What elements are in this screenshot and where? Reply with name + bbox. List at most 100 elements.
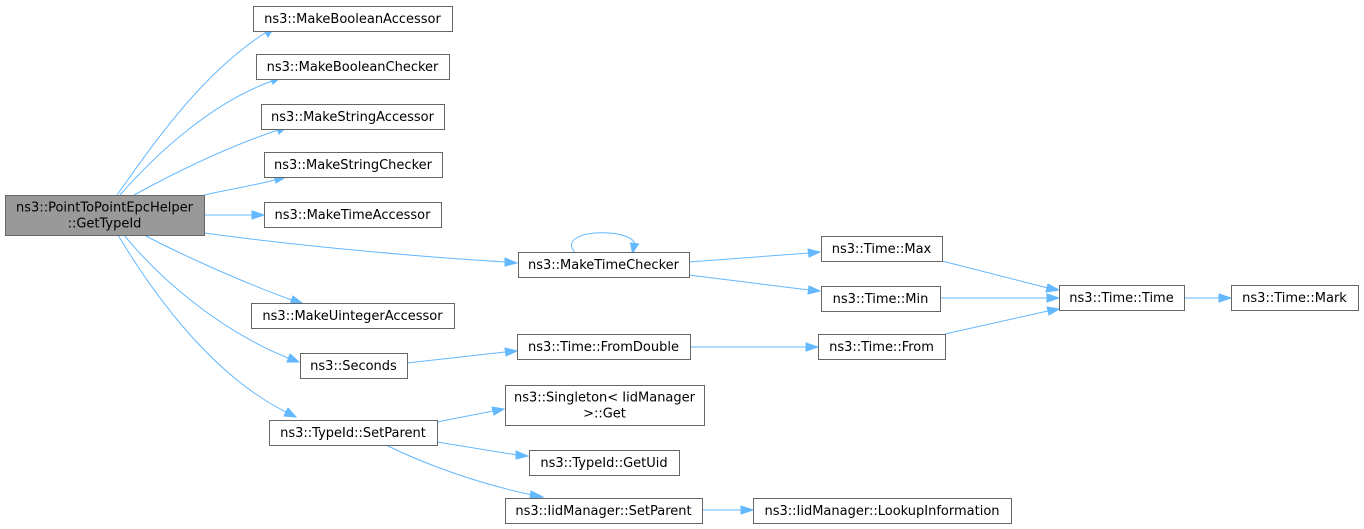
arrowhead xyxy=(289,295,304,305)
node-box xyxy=(264,202,442,228)
node-set-parent[interactable]: ns3::TypeId::SetParent xyxy=(269,420,438,446)
arrowhead xyxy=(740,505,755,515)
edge-line xyxy=(203,179,276,196)
node-box xyxy=(251,303,455,329)
node-box xyxy=(505,385,705,426)
node-time-mark[interactable]: ns3::Time::Mark xyxy=(1231,285,1359,311)
edge-root-to-mk-uint-acc xyxy=(143,234,304,305)
node-label: ns3::PointToPointEpcHelper xyxy=(16,201,194,216)
node-mk-str-chk[interactable]: ns3::MakeStringChecker xyxy=(264,152,443,178)
edge-root-to-mk-bool-chk xyxy=(119,75,284,196)
node-label: ns3::Singleton< IidManager xyxy=(514,391,696,406)
node-box xyxy=(517,334,691,360)
arrowhead xyxy=(504,257,519,267)
arrowhead xyxy=(251,210,266,220)
node-box xyxy=(253,6,453,32)
node-box xyxy=(529,450,680,476)
edge-line xyxy=(119,80,273,196)
node-label: ns3::TypeId::GetUid xyxy=(540,456,667,471)
node-label: ns3::Time::FromDouble xyxy=(528,340,679,355)
arrowhead xyxy=(629,242,640,255)
node-label: ns3::TypeId::SetParent xyxy=(280,426,426,441)
edge-line xyxy=(133,129,279,196)
edge-line xyxy=(941,260,1049,289)
arrowhead xyxy=(807,248,822,258)
edge-root-to-mk-time-chk xyxy=(203,232,519,267)
edge-line xyxy=(571,232,636,253)
node-label: ns3::Time::Time xyxy=(1069,291,1173,306)
arrowhead xyxy=(1045,283,1061,293)
node-label: ns3::MakeBooleanAccessor xyxy=(264,12,441,27)
node-lookup-info[interactable]: ns3::IidManager::LookupInformation xyxy=(753,498,1012,524)
edge-root-to-mk-bool-acc xyxy=(116,25,277,196)
edge-time-min-to-time-time xyxy=(940,293,1061,303)
node-box xyxy=(518,252,690,278)
node-time-min[interactable]: ns3::Time::Min xyxy=(821,286,941,312)
edge-time-time-to-time-mark xyxy=(1184,293,1233,303)
node-box xyxy=(821,286,941,312)
edge-line xyxy=(406,351,506,364)
node-root[interactable]: ns3::PointToPointEpcHelper::GetTypeId xyxy=(5,195,205,236)
node-label: ns3::MakeBooleanChecker xyxy=(267,60,439,75)
node-mk-bool-chk[interactable]: ns3::MakeBooleanChecker xyxy=(256,54,450,80)
edge-line xyxy=(944,310,1049,335)
node-mk-uint-acc[interactable]: ns3::MakeUintegerAccessor xyxy=(251,303,455,329)
node-mk-bool-acc[interactable]: ns3::MakeBooleanAccessor xyxy=(253,6,453,32)
node-label: ns3::Time::Mark xyxy=(1242,291,1347,306)
edge-time-max-to-time-time xyxy=(941,260,1061,293)
node-box xyxy=(821,236,943,262)
node-singleton-get[interactable]: ns3::Singleton< IidManager >::Get xyxy=(505,385,705,426)
arrowhead xyxy=(1046,306,1061,316)
node-iid-set-parent[interactable]: ns3::IidManager::SetParent xyxy=(505,498,703,524)
node-time-from[interactable]: ns3::Time::From xyxy=(818,334,946,360)
node-box xyxy=(5,195,205,236)
node-get-uid[interactable]: ns3::TypeId::GetUid xyxy=(529,450,680,476)
edge-line xyxy=(436,441,518,456)
node-time-from-double[interactable]: ns3::Time::FromDouble xyxy=(517,334,691,360)
node-box xyxy=(300,353,408,379)
node-label: >::Get xyxy=(583,407,626,422)
edge-line xyxy=(688,252,810,263)
edge-line xyxy=(203,232,507,263)
edge-mk-time-chk-to-time-min xyxy=(688,274,822,295)
arrowhead xyxy=(1218,293,1233,303)
arrowhead xyxy=(286,353,301,363)
edge-time-from-to-time-time xyxy=(944,306,1061,335)
node-label: ns3::Time::Min xyxy=(833,292,929,307)
edge-set-parent-to-singleton-get xyxy=(436,406,506,423)
edge-line xyxy=(123,234,289,359)
node-label: ns3::MakeStringChecker xyxy=(274,158,433,173)
edge-iid-set-parent-to-lookup-info xyxy=(702,505,755,515)
edge-root-to-set-parent xyxy=(117,234,298,418)
node-time-time[interactable]: ns3::Time::Time xyxy=(1059,285,1185,311)
node-box xyxy=(1059,285,1185,311)
edge-line xyxy=(385,444,533,496)
node-box xyxy=(753,498,1012,524)
edge-root-to-mk-str-chk xyxy=(203,175,288,196)
arrowhead xyxy=(504,347,519,357)
edge-set-parent-to-get-uid xyxy=(436,441,530,460)
node-label: ns3::Seconds xyxy=(310,359,397,374)
node-mk-time-chk[interactable]: ns3::MakeTimeChecker xyxy=(518,252,690,278)
edge-line xyxy=(688,274,810,291)
node-time-max[interactable]: ns3::Time::Max xyxy=(821,236,943,262)
node-label: ns3::Time::From xyxy=(829,340,934,355)
node-label: ns3::IidManager::SetParent xyxy=(515,504,691,519)
arrowhead xyxy=(529,490,545,500)
node-label: ns3::MakeTimeChecker xyxy=(528,258,680,273)
node-mk-time-acc[interactable]: ns3::MakeTimeAccessor xyxy=(264,202,442,228)
arrowhead xyxy=(515,450,530,460)
node-label: ns3::MakeTimeAccessor xyxy=(275,208,432,223)
arrowhead xyxy=(1046,293,1061,303)
node-box xyxy=(261,104,445,130)
edge-time-from-double-to-time-from xyxy=(690,342,820,352)
node-seconds[interactable]: ns3::Seconds xyxy=(300,353,408,379)
arrowhead xyxy=(491,406,506,416)
node-box xyxy=(818,334,946,360)
arrowhead xyxy=(805,342,820,352)
edge-line xyxy=(436,410,494,423)
node-label: ::GetTypeId xyxy=(68,217,142,232)
node-box xyxy=(256,54,450,80)
node-mk-str-acc[interactable]: ns3::MakeStringAccessor xyxy=(261,104,445,130)
